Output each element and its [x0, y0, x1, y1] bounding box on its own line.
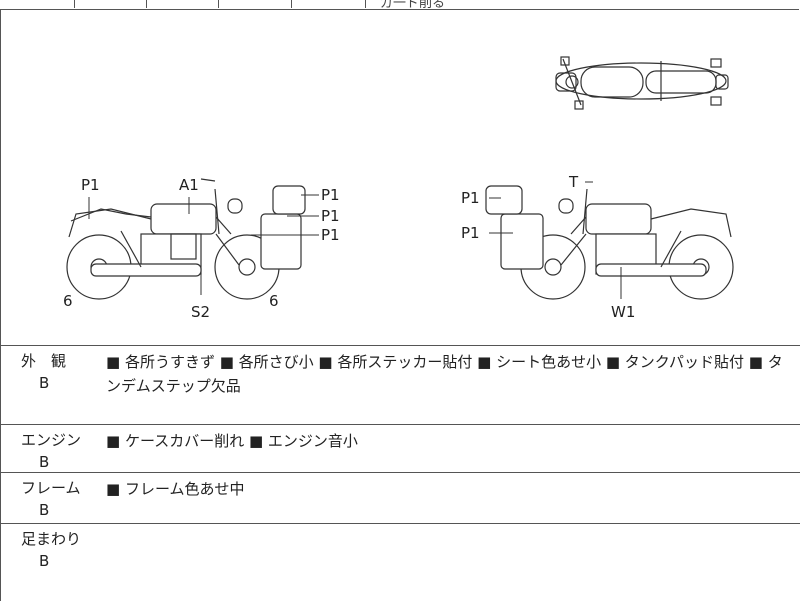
condition-row-exterior: 外 観 B ■ 各所うすきず ■ 各所さび小 ■ 各所ステッカー貼付 ■ シート…	[0, 345, 800, 425]
damage-label: 6	[269, 292, 279, 310]
damage-label: 6	[63, 292, 73, 310]
right-side-bike-illustration	[485, 185, 734, 300]
row-grade: B	[39, 374, 50, 392]
top-cell	[291, 0, 366, 8]
row-name: 外 観	[21, 352, 67, 370]
damage-label: P1	[81, 176, 100, 194]
damage-label: P1	[321, 186, 340, 204]
top-row-partial-text: ガ一ド削る	[380, 0, 446, 11]
row-grade: B	[39, 453, 50, 471]
damage-label: P1	[461, 224, 480, 242]
left-side-bike-illustration	[66, 178, 306, 300]
damage-label: S2	[191, 303, 210, 321]
row-name: フレーム	[21, 479, 81, 497]
damage-label: A1	[179, 176, 199, 194]
damage-label: W1	[611, 303, 635, 321]
damage-diagram: P1 A1 P1 P1 P1 6 S2 6 P1 T P1 W1	[0, 9, 800, 345]
top-cell	[0, 0, 75, 8]
top-cell	[146, 0, 219, 8]
row-grade: B	[39, 552, 50, 570]
top-view-bike-illustration	[555, 56, 729, 110]
damage-label: P1	[321, 207, 340, 225]
top-cell	[218, 0, 292, 8]
row-name: エンジン	[21, 431, 82, 449]
row-description: ■ ケースカバー削れ ■ エンジン音小	[106, 432, 358, 450]
row-description: ■ 各所うすきず ■ 各所さび小 ■ 各所ステッカー貼付 ■ シート色あせ小 ■…	[106, 353, 783, 395]
top-table-row: ガ一ド削る	[0, 0, 799, 11]
row-grade: B	[39, 501, 50, 519]
damage-label: T	[568, 173, 579, 191]
row-name: 足まわり	[21, 530, 82, 548]
condition-row-suspension: 足まわり B	[0, 523, 800, 601]
top-cell	[74, 0, 147, 8]
condition-row-frame: フレーム B ■ フレーム色あせ中	[0, 472, 800, 524]
leader-lines	[88, 181, 622, 299]
row-description: ■ フレーム色あせ中	[106, 480, 245, 498]
damage-label: P1	[461, 189, 480, 207]
damage-label: P1	[321, 226, 340, 244]
condition-row-engine: エンジン B ■ ケースカバー削れ ■ エンジン音小	[0, 424, 800, 473]
